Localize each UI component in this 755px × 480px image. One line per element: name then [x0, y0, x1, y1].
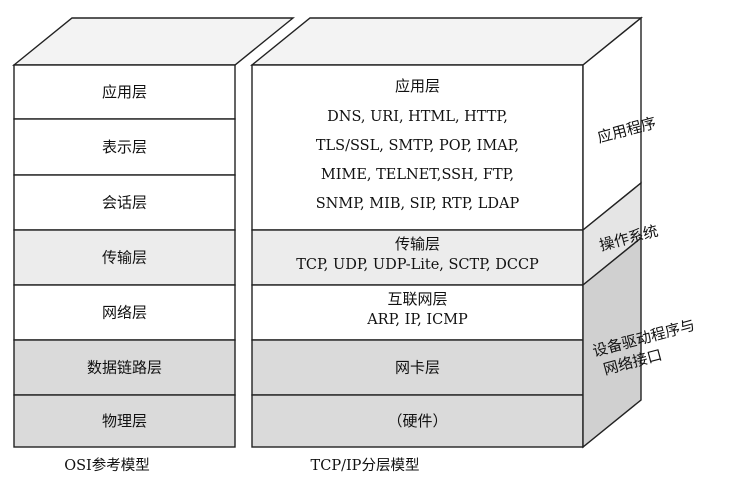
tcpip-layer-title: （硬件） — [387, 412, 447, 430]
tcpip-side-band — [582, 236, 642, 449]
tcpip-protocol-line: MIME, TELNET,SSH, FTP, — [321, 167, 514, 183]
osi-layer-label: 网络层 — [102, 304, 147, 322]
tcpip-protocol-line: SNMP, MIB, SIP, RTP, LDAP — [316, 196, 520, 212]
osi-layer-box — [13, 64, 236, 120]
tcpip-protocol-line: DNS, URI, HTML, HTTP, — [327, 109, 508, 125]
tcpip-internet-layer — [251, 284, 584, 341]
tcpip-transport-layer — [251, 229, 584, 286]
tcpip-hardware-layer — [251, 394, 584, 448]
tcpip-caption: TCP/IP分层模型 — [311, 457, 420, 474]
osi-layer-box — [13, 339, 236, 396]
osi-layer-label: 物理层 — [102, 412, 147, 430]
tcpip-application-layer — [251, 64, 584, 231]
osi-layer-label: 表示层 — [102, 138, 147, 156]
tcpip-layer-title: 互联网层 — [387, 290, 447, 308]
osi-caption: OSI参考模型 — [64, 457, 150, 474]
osi-layer-box — [13, 174, 236, 231]
osi-layer-label: 应用层 — [102, 83, 147, 101]
osi-layer-label: 传输层 — [102, 249, 147, 267]
tcpip-protocol-line: TCP, UDP, UDP-Lite, SCTP, DCCP — [296, 257, 539, 273]
tcpip-stack: 应用层 DNS, URI, HTML, HTTP, TLS/SSL, SMTP, P… — [250, 17, 643, 448]
tcpip-layer-title: 应用层 — [395, 77, 440, 95]
tcpip-protocol-line: ARP, IP, ICMP — [366, 312, 468, 328]
tcpip-top-face — [250, 17, 643, 66]
osi-layer-box — [13, 394, 236, 448]
osi-top-face — [12, 17, 295, 66]
tcpip-layer-title: 传输层 — [395, 235, 440, 253]
tcpip-layer-title: 网卡层 — [395, 359, 440, 377]
tcpip-nic-layer — [251, 339, 584, 396]
osi-layer-box — [13, 229, 236, 286]
tcpip-protocol-line: TLS/SSL, SMTP, POP, IMAP, — [316, 138, 519, 154]
osi-layer-label: 会话层 — [102, 194, 147, 212]
osi-layer-label: 数据链路层 — [87, 359, 162, 377]
osi-layer-box — [13, 118, 236, 176]
